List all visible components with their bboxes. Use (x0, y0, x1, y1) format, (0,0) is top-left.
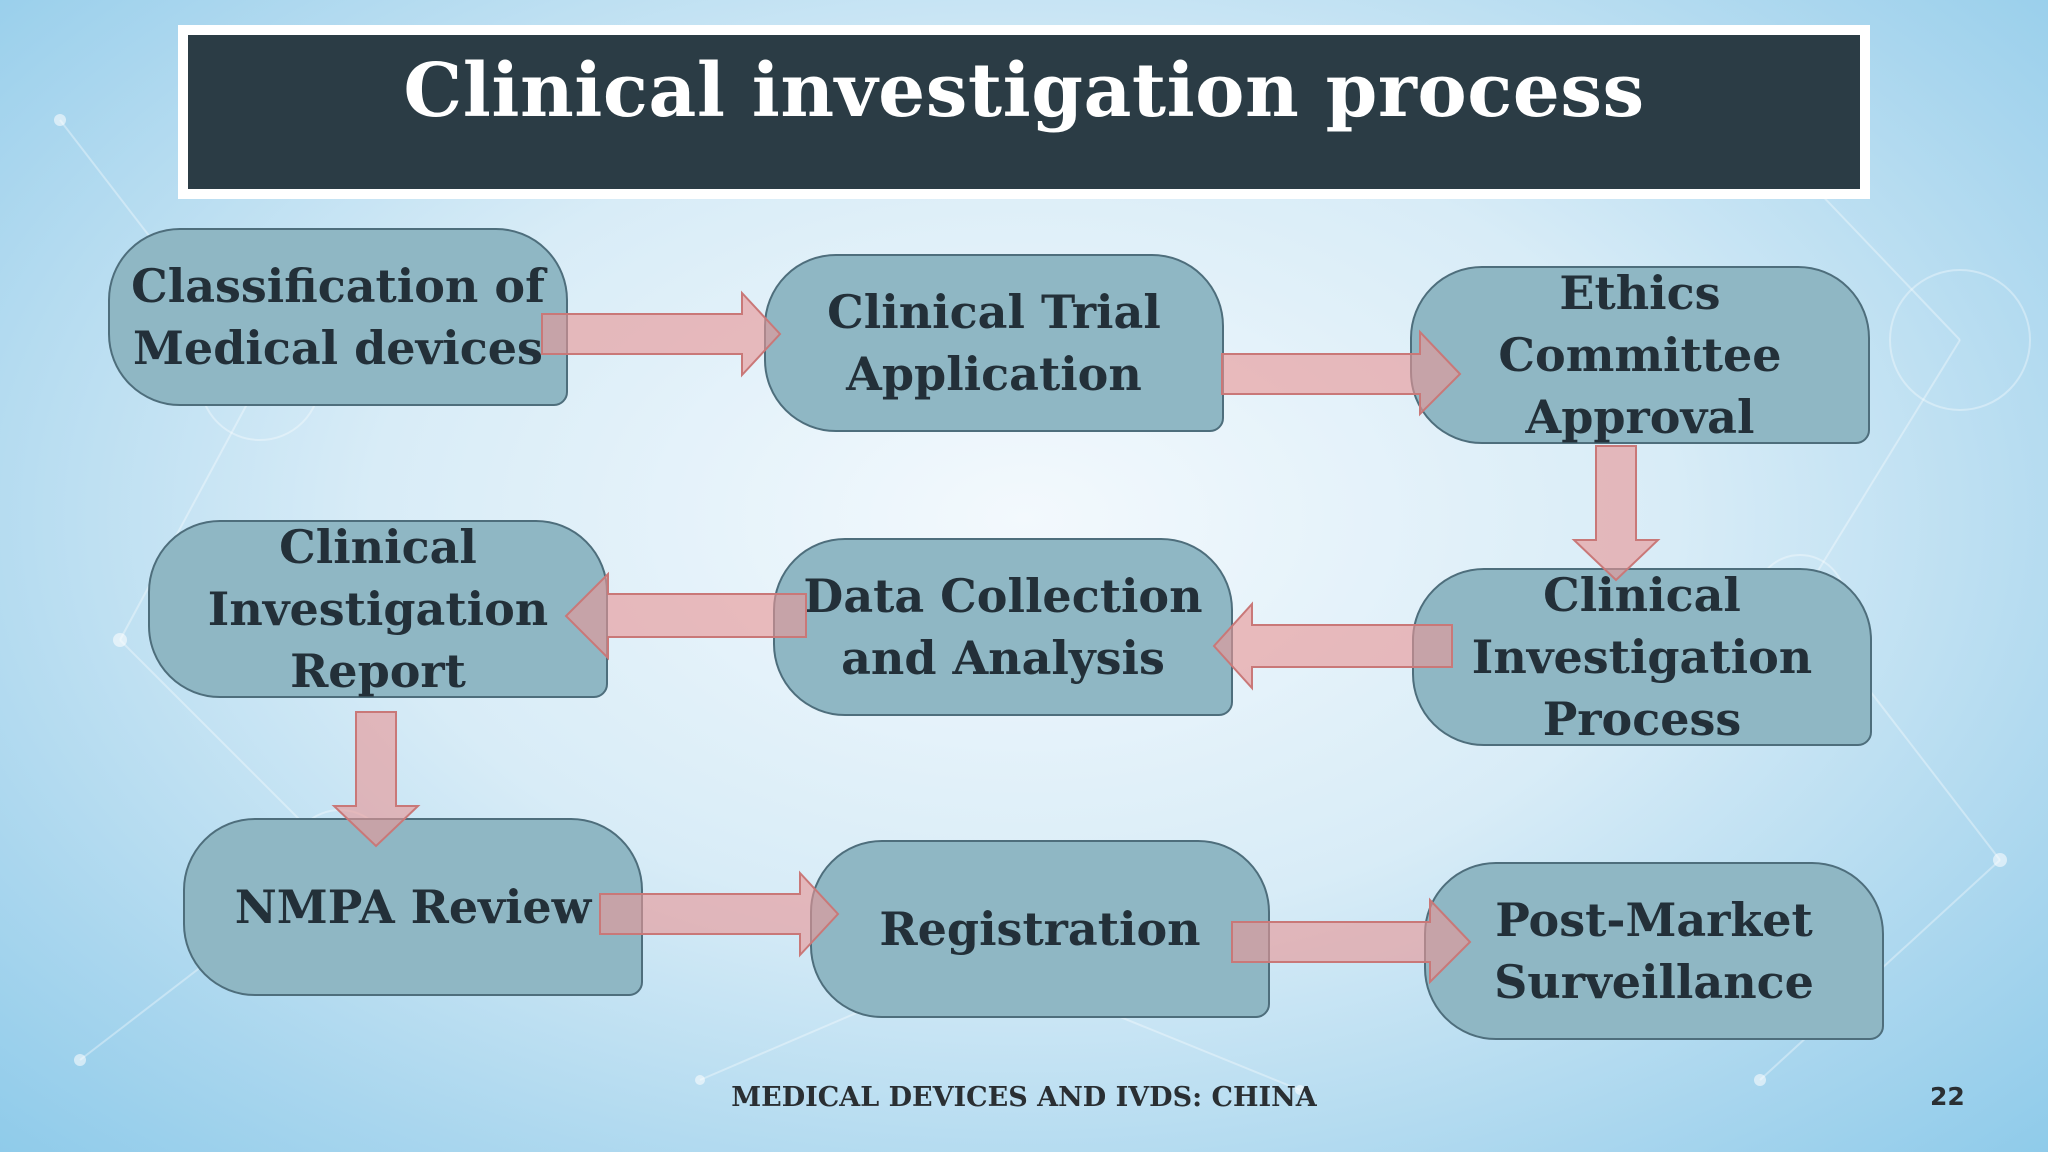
step-ethics-committee-approval: Ethics Committee Approval (1410, 266, 1870, 444)
step-registration: Registration (810, 840, 1270, 1018)
step-label: Classification of Medical devices (131, 259, 545, 375)
step-data-collection-analysis: Data Collection and Analysis (773, 538, 1233, 716)
step-label: Registration (879, 902, 1201, 956)
page-number: 22 (1930, 1082, 1965, 1111)
title-banner: Clinical investigation process (188, 35, 1860, 189)
step-clinical-investigation-report: Clinical Investigation Report (148, 520, 608, 698)
step-clinical-trial-application: Clinical Trial Application (764, 254, 1224, 432)
step-classification: Classification of Medical devices (108, 228, 568, 406)
step-label: NMPA Review (234, 880, 592, 934)
title-frame: Clinical investigation process (178, 25, 1870, 199)
step-label: Post-Market Surveillance (1494, 893, 1814, 1009)
step-nmpa-review: NMPA Review (183, 818, 643, 996)
step-label: Data Collection and Analysis (803, 569, 1203, 685)
step-label: Ethics Committee Approval (1498, 266, 1782, 444)
page-title: Clinical investigation process (403, 48, 1645, 134)
step-label: Clinical Trial Application (827, 285, 1161, 401)
step-label: Clinical Investigation Report (207, 520, 549, 698)
step-clinical-investigation-process: Clinical Investigation Process (1412, 568, 1872, 746)
footer-text: MEDICAL DEVICES AND IVDS: CHINA (731, 1082, 1317, 1113)
step-post-market-surveillance: Post-Market Surveillance (1424, 862, 1884, 1040)
step-label: Clinical Investigation Process (1471, 568, 1813, 746)
